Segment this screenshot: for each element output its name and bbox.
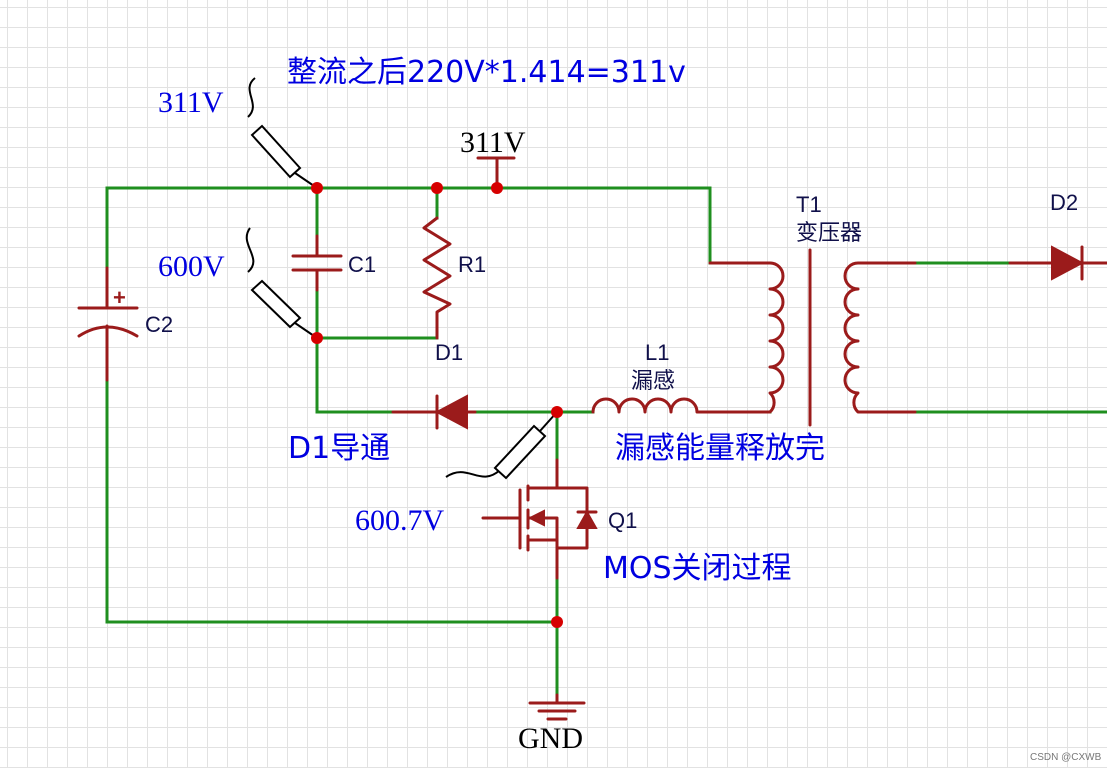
probe-cap-value: 600V bbox=[158, 250, 225, 283]
c1-label: C1 bbox=[348, 252, 376, 277]
junction-dot bbox=[551, 406, 563, 418]
probe-top-value: 311V bbox=[158, 86, 224, 119]
q1-label: Q1 bbox=[608, 508, 637, 533]
diode-d1[interactable] bbox=[391, 394, 477, 430]
capacitor-c1[interactable] bbox=[291, 234, 343, 292]
d1-conduct-note: D1导通 bbox=[288, 431, 390, 466]
junction-dot bbox=[551, 616, 563, 628]
mosfet-q1[interactable] bbox=[481, 458, 598, 580]
d1-label: D1 bbox=[435, 340, 463, 365]
mos-off-note: MOS关闭过程 bbox=[603, 551, 792, 586]
inductor-l1[interactable] bbox=[591, 397, 699, 414]
r1-label: R1 bbox=[458, 252, 486, 277]
probe-mos-value: 600.7V bbox=[355, 504, 445, 537]
l1-label: L1 bbox=[645, 340, 669, 365]
transformer-t1[interactable] bbox=[696, 248, 917, 427]
c2-polarity-mark: + bbox=[113, 285, 126, 310]
t1-description: 变压器 bbox=[796, 220, 862, 245]
junction-dot bbox=[491, 182, 503, 194]
junction-dot bbox=[431, 182, 443, 194]
resistor-r1[interactable] bbox=[422, 216, 452, 340]
probe-top[interactable] bbox=[247, 77, 318, 189]
junctions bbox=[311, 182, 563, 628]
ground-label: GND bbox=[518, 722, 583, 755]
junction-dot bbox=[311, 332, 323, 344]
ground-icon bbox=[528, 693, 586, 721]
rectified-voltage-note: 整流之后220V*1.414=311v bbox=[287, 55, 686, 90]
wires bbox=[105, 186, 1107, 697]
c2-bottom-wire bbox=[105, 378, 559, 624]
diode-d2[interactable] bbox=[1008, 245, 1107, 281]
junction-dot bbox=[311, 182, 323, 194]
t1-label: T1 bbox=[796, 192, 822, 217]
l1-description: 漏感 bbox=[631, 368, 675, 393]
capacitor-c2[interactable]: + bbox=[77, 266, 139, 382]
d2-label: D2 bbox=[1050, 190, 1078, 215]
probe-cap[interactable] bbox=[245, 227, 318, 339]
probe-mos[interactable] bbox=[445, 411, 558, 480]
c2-label: C2 bbox=[145, 312, 173, 337]
rail-net-label: 311V bbox=[460, 126, 526, 159]
d1-left-wire bbox=[315, 336, 395, 414]
watermark: CSDN @CXWB bbox=[1030, 752, 1102, 763]
leakage-energy-note: 漏感能量释放完 bbox=[615, 431, 825, 466]
